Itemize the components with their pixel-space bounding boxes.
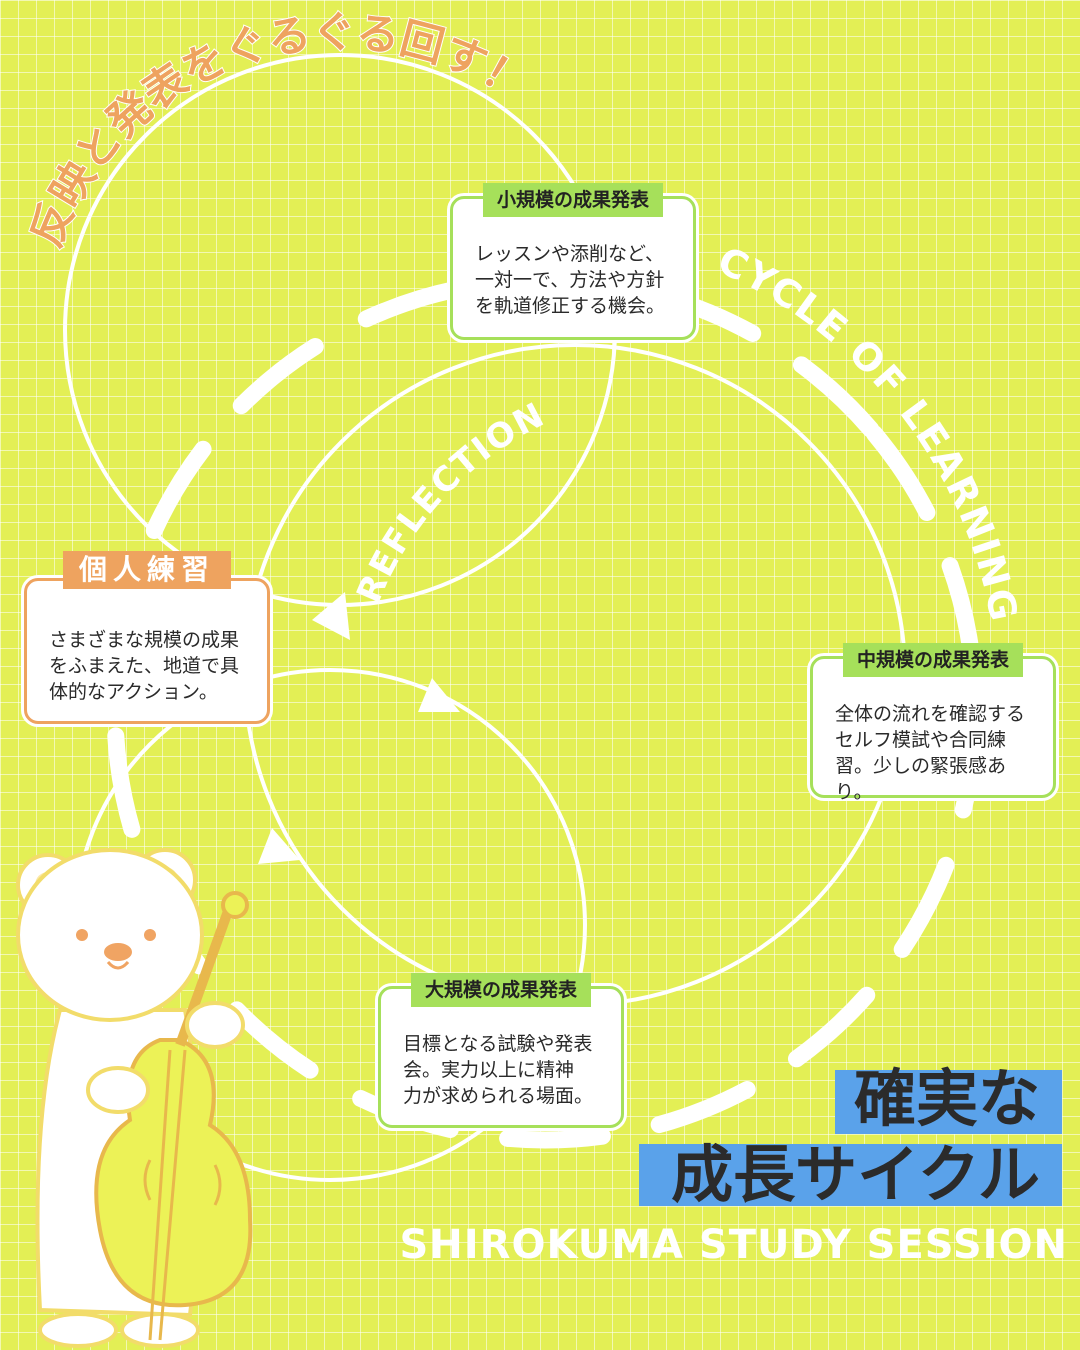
title-line-1: 確実な [834,1064,1062,1134]
cycle-arrowhead-icon [312,592,350,640]
stage-label-large: 大規模の成果発表 [410,973,592,1007]
stage-label-small: 小規模の成果発表 [482,183,664,217]
stage-label-medium: 中規模の成果発表 [842,643,1024,677]
cycle-arrowhead-icon [258,828,300,864]
stage-desc-medium: 全体の流れを確認する セルフ模試や合同練 習。少しの緊張感あり。 [835,703,1026,803]
stage-desc-large: 目標となる試験や発表 会。実力以上に精神 力が求められる場面。 [403,1033,594,1107]
polar-bear-with-cello-illustration [16,848,253,1348]
stage-box-medium: 中規模の成果発表 全体の流れを確認する セルフ模試や合同練 習。少しの緊張感あり… [810,643,1056,803]
stage-label-practice: 個人練習 [62,551,232,589]
title-line-2: 成長サイクル [639,1140,1062,1210]
cycle-arrowhead-icon [418,678,460,712]
cycle-label-inner: REFLECTION [349,395,552,609]
stage-desc-small: レッスンや添削など、 一対一で、方法や方針 を軌道修正する機会。 [475,243,666,317]
subtitle: SHIROKUMA STUDY SESSION [399,1222,1068,1268]
stage-box-practice: 個人練習 さまざまな規模の成果 をふまえた、地道で具 体的なアクション。 [24,551,270,724]
circle-medium [243,343,907,1007]
stage-box-small: 小規模の成果発表 レッスンや添削など、 一対一で、方法や方針 を軌道修正する機会… [450,183,696,340]
stage-desc-practice: さまざまな規模の成果 をふまえた、地道で具 体的なアクション。 [49,629,240,703]
stage-box-large: 大規模の成果発表 目標となる試験や発表 会。実力以上に精神 力が求められる場面。 [378,973,624,1128]
cycle-ring [106,271,984,1149]
